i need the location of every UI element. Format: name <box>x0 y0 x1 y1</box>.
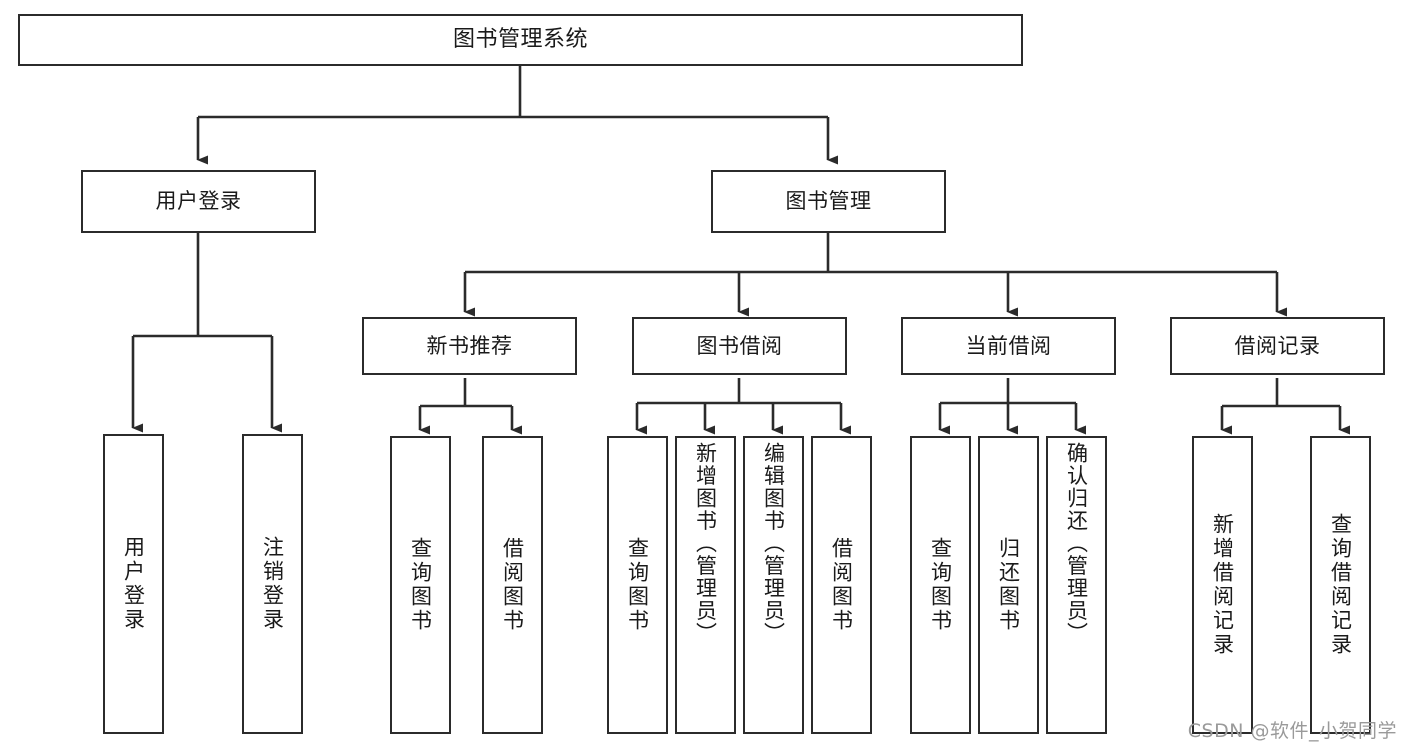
node-user-login-label: 用户登录 <box>155 189 242 214</box>
node-leaf-query-book-3[interactable]: 查询图书 <box>910 436 971 734</box>
node-leaf-user-logout[interactable]: 注销登录 <box>242 434 303 734</box>
node-leaf-borrow-book-2[interactable]: 借阅图书 <box>811 436 872 734</box>
node-current-borrow-label: 当前借阅 <box>965 333 1052 358</box>
node-leaf-borrow-book-1[interactable]: 借阅图书 <box>482 436 543 734</box>
node-leaf-query-record-label: 查询借阅记录 <box>1328 513 1353 657</box>
node-root-system-label: 图书管理系统 <box>452 27 588 53</box>
node-leaf-add-book[interactable]: 新增图书（管理员） <box>675 436 736 734</box>
node-user-login[interactable]: 用户登录 <box>81 170 316 233</box>
node-leaf-user-logout-label: 注销登录 <box>260 536 285 632</box>
node-leaf-add-book-label: 新增图书（管理员） <box>693 442 718 645</box>
node-leaf-confirm-return[interactable]: 确认归还（管理员） <box>1046 436 1107 734</box>
csdn-watermark: CSDN @软件_小贺同学 <box>1187 720 1397 742</box>
node-book-management[interactable]: 图书管理 <box>711 170 946 233</box>
node-book-borrow[interactable]: 图书借阅 <box>632 317 847 375</box>
node-leaf-edit-book-label: 编辑图书（管理员） <box>761 442 786 645</box>
node-leaf-confirm-return-label: 确认归还（管理员） <box>1064 442 1089 645</box>
node-leaf-return-book[interactable]: 归还图书 <box>978 436 1039 734</box>
node-book-borrow-label: 图书借阅 <box>696 333 783 358</box>
node-book-management-label: 图书管理 <box>785 189 872 214</box>
node-leaf-query-book-2[interactable]: 查询图书 <box>607 436 668 734</box>
node-leaf-query-record[interactable]: 查询借阅记录 <box>1310 436 1371 734</box>
node-leaf-borrow-book-1-label: 借阅图书 <box>500 537 525 633</box>
node-leaf-borrow-book-2-label: 借阅图书 <box>829 537 854 633</box>
node-borrow-record-label: 借阅记录 <box>1234 333 1321 358</box>
node-leaf-user-login[interactable]: 用户登录 <box>103 434 164 734</box>
node-leaf-query-book-2-label: 查询图书 <box>625 537 650 633</box>
node-leaf-return-book-label: 归还图书 <box>996 537 1021 633</box>
node-root-system[interactable]: 图书管理系统 <box>18 14 1023 66</box>
node-leaf-edit-book[interactable]: 编辑图书（管理员） <box>743 436 804 734</box>
node-leaf-query-book-1-label: 查询图书 <box>408 537 433 633</box>
node-leaf-add-record[interactable]: 新增借阅记录 <box>1192 436 1253 734</box>
node-leaf-query-book-3-label: 查询图书 <box>928 537 953 633</box>
node-leaf-user-login-label: 用户登录 <box>121 536 146 632</box>
node-new-book-recommend[interactable]: 新书推荐 <box>362 317 577 375</box>
node-leaf-query-book-1[interactable]: 查询图书 <box>390 436 451 734</box>
node-new-book-recommend-label: 新书推荐 <box>426 333 513 358</box>
node-current-borrow[interactable]: 当前借阅 <box>901 317 1116 375</box>
node-borrow-record[interactable]: 借阅记录 <box>1170 317 1385 375</box>
node-leaf-add-record-label: 新增借阅记录 <box>1210 513 1235 657</box>
